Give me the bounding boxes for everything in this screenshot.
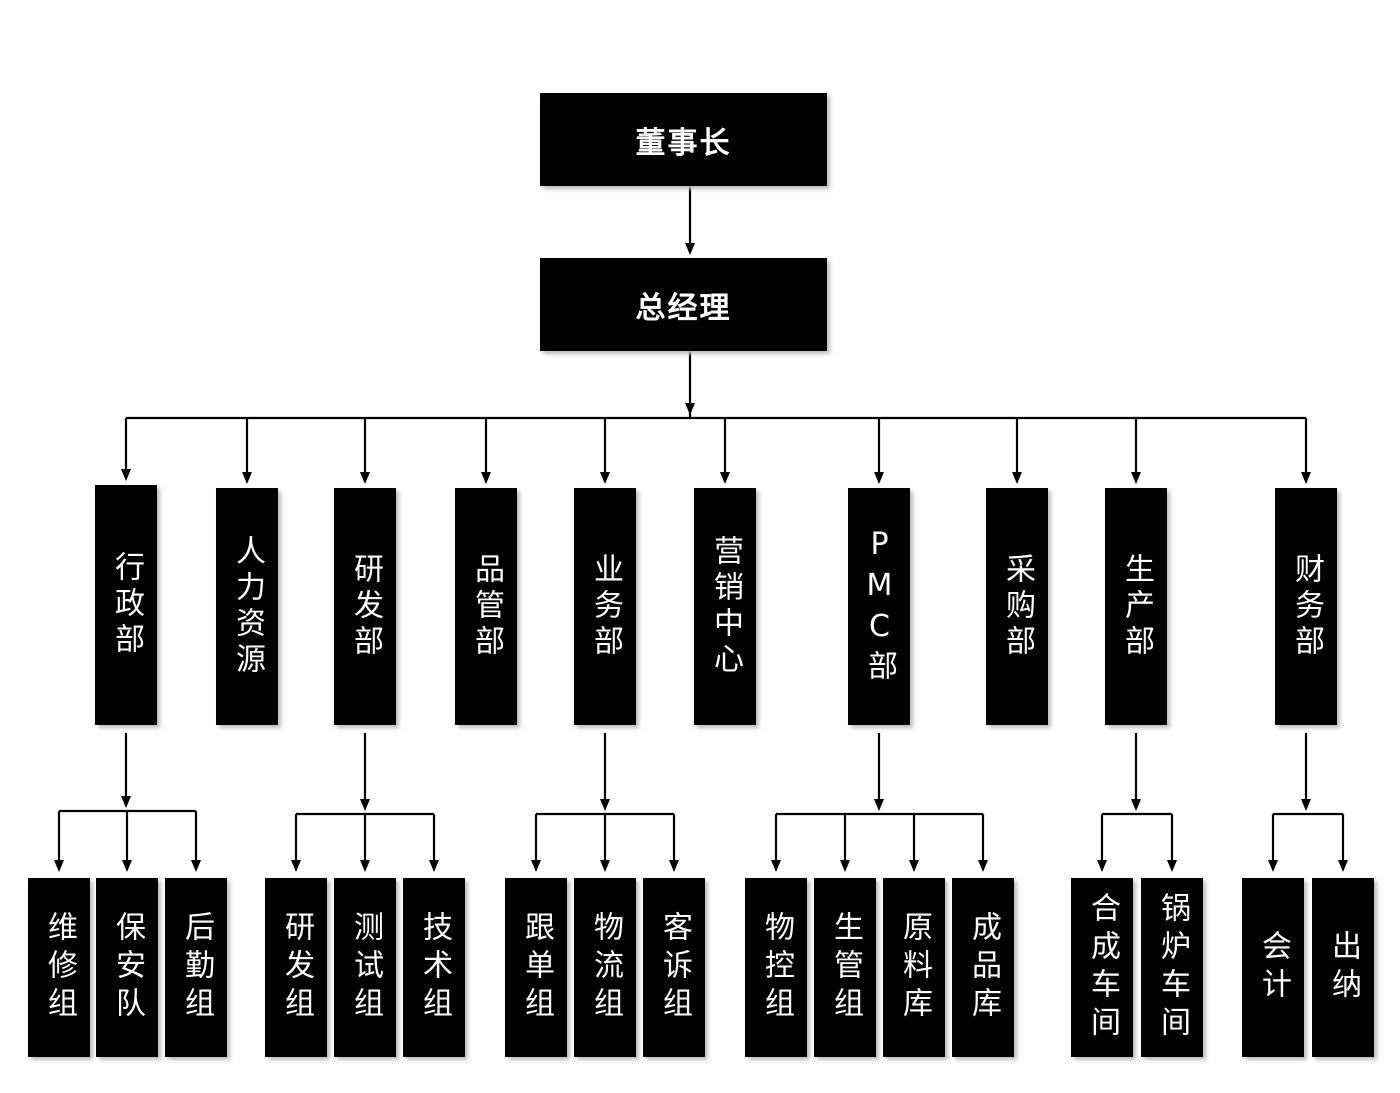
arrowhead-icon [481, 472, 491, 484]
dept-prod: 生产部 [1105, 488, 1167, 725]
dept-admin: 行政部 [95, 485, 157, 725]
dept-rd-label: 研发部 [348, 552, 383, 661]
sub-prod-0: 合成车间 [1071, 878, 1133, 1057]
dept-fin: 财务部 [1275, 488, 1337, 725]
arrowhead-icon [121, 796, 131, 808]
dept-fin-label: 财务部 [1289, 552, 1324, 661]
sub-fin-0: 会计 [1242, 878, 1304, 1057]
sub-admin-2: 后勤组 [165, 878, 227, 1057]
sub-pmc-3: 成品库 [952, 878, 1014, 1057]
arrowhead-icon [291, 860, 301, 872]
arrowhead-icon [909, 860, 919, 872]
arrowhead-icon [1167, 860, 1177, 872]
dept-purch: 采购部 [986, 488, 1048, 725]
dept-biz-label: 业务部 [588, 552, 623, 661]
arrowhead-icon [685, 243, 695, 255]
dept-admin-label: 行政部 [109, 551, 144, 659]
sub-biz-2: 客诉组 [643, 878, 705, 1057]
dept-biz: 业务部 [574, 488, 636, 725]
arrowhead-icon [685, 403, 695, 415]
sub-admin-1: 保安队 [96, 878, 158, 1057]
arrowhead-icon [360, 799, 370, 811]
arrowhead-icon [720, 472, 730, 484]
sub-admin-2-label: 后勤组 [179, 910, 214, 1025]
arrowhead-icon [360, 860, 370, 872]
arrowhead-icon [1131, 799, 1141, 811]
sub-biz-1-label: 物流组 [588, 910, 623, 1025]
sub-prod-1-label: 锅炉车间 [1155, 891, 1190, 1044]
arrowhead-icon [978, 860, 988, 872]
dept-rd: 研发部 [334, 488, 396, 725]
sub-pmc-1: 生管组 [814, 878, 876, 1057]
sub-admin-0-label: 维修组 [42, 910, 77, 1025]
sub-biz-1: 物流组 [574, 878, 636, 1057]
dept-mkt-label: 营销中心 [708, 534, 743, 679]
sub-rd-2: 技术组 [403, 878, 465, 1057]
sub-rd-2-label: 技术组 [417, 910, 452, 1025]
arrowhead-icon [1301, 799, 1311, 811]
arrowhead-icon [1338, 860, 1348, 872]
arrowhead-icon [1131, 472, 1141, 484]
sub-fin-0-label: 会计 [1256, 929, 1291, 1006]
arrowhead-icon [840, 860, 850, 872]
dept-qc: 品管部 [455, 488, 517, 725]
sub-pmc-0: 物控组 [745, 878, 807, 1057]
sub-admin-1-label: 保安队 [110, 910, 145, 1025]
arrowhead-icon [242, 472, 252, 484]
sub-pmc-2: 原料库 [883, 878, 945, 1057]
sub-biz-2-label: 客诉组 [657, 910, 692, 1025]
dept-hr: 人力资源 [216, 488, 278, 725]
dept-pmc: PMC部 [848, 488, 910, 725]
box-chairman-label: 董事长 [635, 125, 732, 161]
sub-biz-0-label: 跟单组 [519, 910, 554, 1025]
sub-prod-1: 锅炉车间 [1141, 878, 1203, 1057]
box-gm: 总经理 [540, 258, 827, 351]
box-gm-label: 总经理 [635, 290, 732, 326]
dept-prod-label: 生产部 [1119, 552, 1154, 661]
box-chairman: 董事长 [540, 93, 827, 186]
arrowhead-icon [600, 799, 610, 811]
dept-mkt: 营销中心 [694, 488, 756, 725]
dept-purch-label: 采购部 [1000, 552, 1035, 661]
arrowhead-icon [54, 860, 64, 872]
sub-prod-0-label: 合成车间 [1085, 891, 1120, 1044]
arrowhead-icon [360, 472, 370, 484]
sub-fin-1-label: 出纳 [1326, 929, 1361, 1006]
arrowhead-icon [669, 860, 679, 872]
sub-rd-1-label: 测试组 [348, 910, 383, 1025]
sub-pmc-2-label: 原料库 [897, 910, 932, 1025]
arrowhead-icon [1097, 860, 1107, 872]
arrowhead-icon [1301, 472, 1311, 484]
arrowhead-icon [600, 860, 610, 872]
dept-hr-label: 人力资源 [230, 534, 265, 679]
sub-pmc-0-label: 物控组 [759, 910, 794, 1025]
sub-fin-1: 出纳 [1312, 878, 1374, 1057]
sub-rd-1: 测试组 [334, 878, 396, 1057]
dept-qc-label: 品管部 [469, 552, 504, 661]
sub-rd-0: 研发组 [265, 878, 327, 1057]
dept-pmc-label: PMC部 [862, 527, 897, 686]
arrowhead-icon [600, 472, 610, 484]
arrowhead-icon [771, 860, 781, 872]
arrowhead-icon [1268, 860, 1278, 872]
arrowhead-icon [121, 469, 131, 481]
sub-rd-0-label: 研发组 [279, 910, 314, 1025]
arrowhead-icon [122, 860, 132, 872]
sub-pmc-3-label: 成品库 [966, 910, 1001, 1025]
sub-admin-0: 维修组 [28, 878, 90, 1057]
arrowhead-icon [191, 860, 201, 872]
arrowhead-icon [531, 860, 541, 872]
arrowhead-icon [429, 860, 439, 872]
arrowhead-icon [874, 799, 884, 811]
arrowhead-icon [874, 472, 884, 484]
sub-biz-0: 跟单组 [505, 878, 567, 1057]
sub-pmc-1-label: 生管组 [828, 910, 863, 1025]
arrowhead-icon [1012, 472, 1022, 484]
